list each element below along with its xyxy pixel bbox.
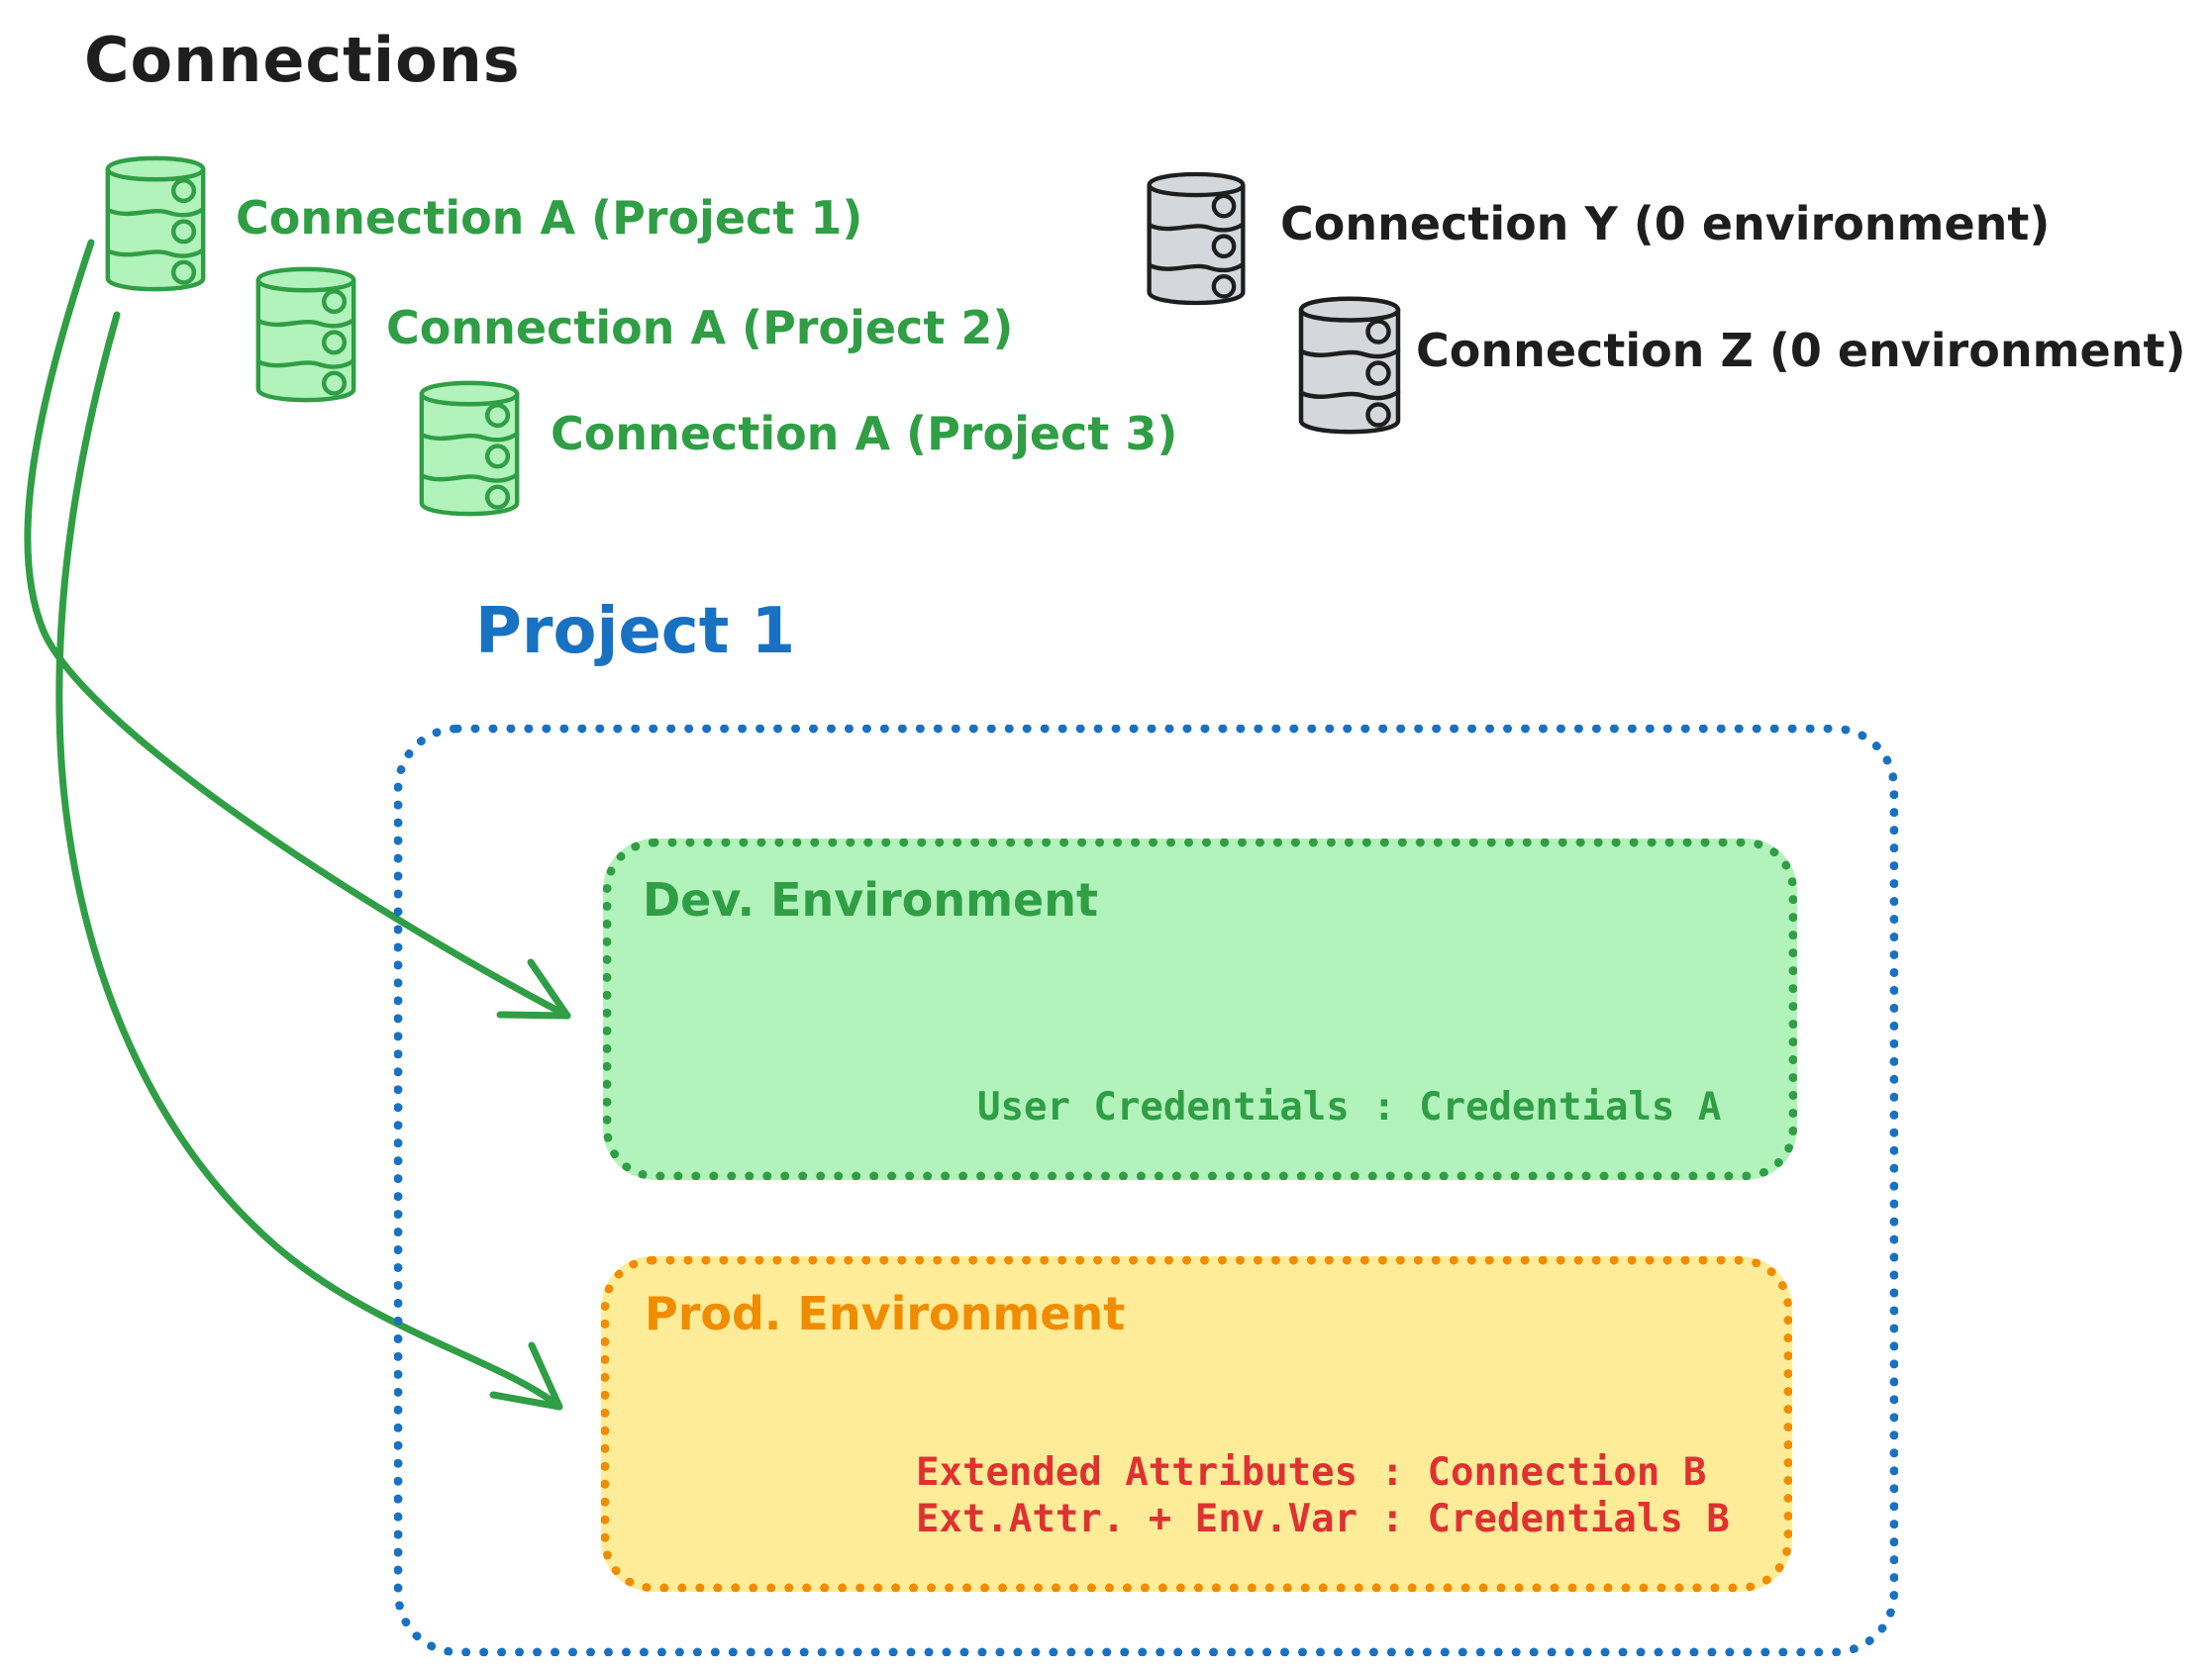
connection-z-label: Connection Z (0 environment) [1416, 324, 2186, 377]
project-title: Project 1 [475, 595, 796, 668]
page-title: Connections [84, 24, 521, 96]
prod-environment-box: Prod. Environment Extended Attributes : … [601, 1256, 1792, 1592]
connection-a-project-1-label: Connection A (Project 1) [236, 191, 863, 245]
connection-a-project-2-label: Connection A (Project 2) [386, 301, 1014, 354]
prod-environment-credentials: Extended Attributes : Connection B Ext.A… [916, 1449, 1730, 1542]
dev-environment-box: Dev. Environment User Credentials : Cred… [603, 838, 1797, 1180]
dev-credentials-line: User Credentials : Credentials A [977, 1085, 1722, 1130]
database-icon [255, 266, 356, 403]
dev-environment-title: Dev. Environment [643, 873, 1098, 927]
prod-credentials-line: Ext.Attr. + Env.Var : Credentials B [916, 1497, 1730, 1541]
database-icon [419, 380, 520, 517]
connection-y-label: Connection Y (0 environment) [1280, 197, 2051, 250]
database-icon [1147, 171, 1246, 306]
database-icon [105, 155, 206, 292]
database-icon [1298, 296, 1401, 435]
project-1-box: Dev. Environment User Credentials : Cred… [394, 725, 1898, 1656]
prod-environment-title: Prod. Environment [645, 1287, 1126, 1340]
prod-credentials-line: Extended Attributes : Connection B [916, 1450, 1707, 1495]
dev-environment-credentials: User Credentials : Credentials A [977, 1084, 1721, 1131]
connection-a-project-3-label: Connection A (Project 3) [551, 407, 1178, 460]
